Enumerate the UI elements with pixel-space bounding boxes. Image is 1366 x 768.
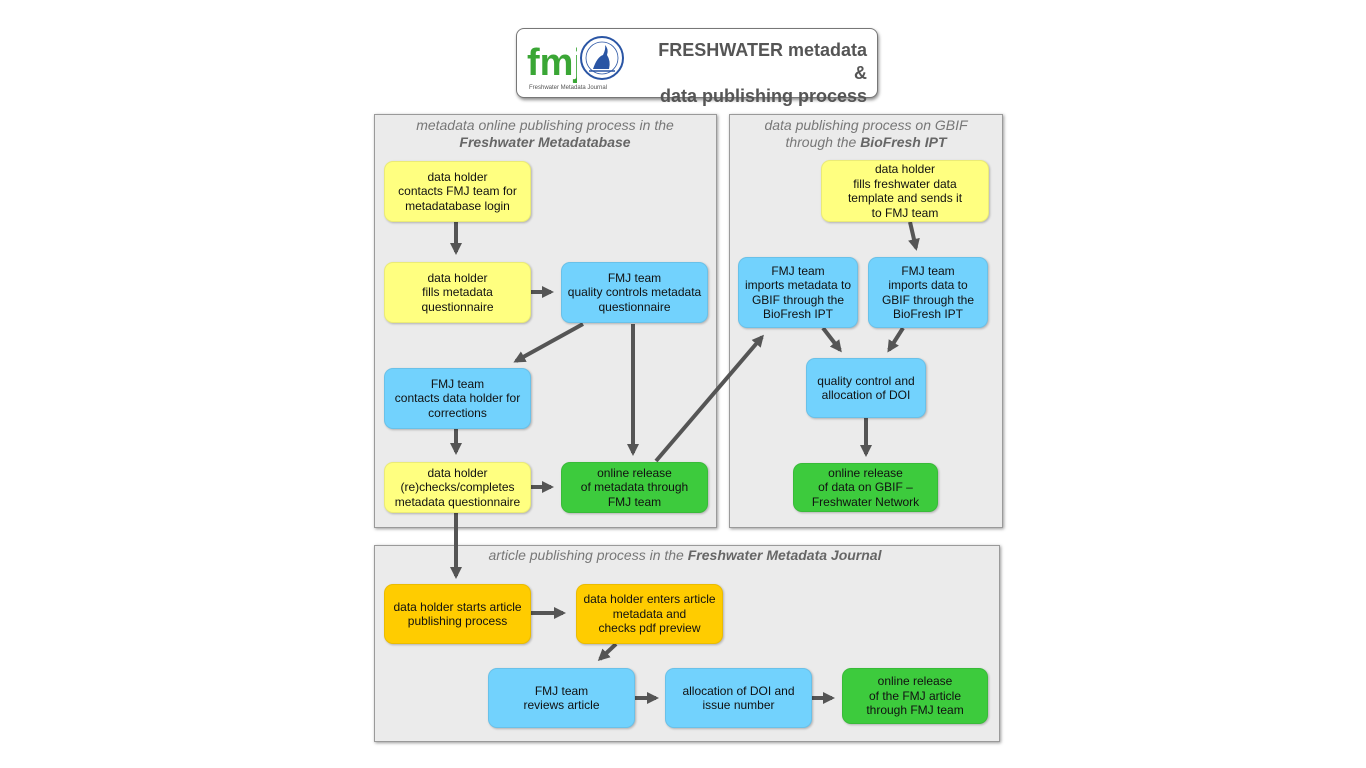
- arrow-m6-g2: [654, 334, 764, 463]
- box-fills-questionnaire: data holder fills metadata questionnaire: [384, 262, 531, 323]
- fmj-logo: fmj: [525, 35, 584, 90]
- box-enters-article-metadata: data holder enters article metadata and …: [576, 584, 723, 644]
- box-rechecks-questionnaire: data holder (re)checks/completes metadat…: [384, 462, 531, 513]
- box-contact-for-login: data holder contacts FMJ team for metada…: [384, 161, 531, 222]
- box-quality-control-doi: quality control and allocation of DOI: [806, 358, 926, 418]
- box-reviews-article: FMJ team reviews article: [488, 668, 635, 728]
- box-quality-controls-metadata: FMJ team quality controls metadata quest…: [561, 262, 708, 323]
- box-imports-data-gbif: FMJ team imports data to GBIF through th…: [868, 257, 988, 328]
- arrow-g3-g4: [887, 326, 905, 353]
- arrow-g1-g3: [908, 221, 920, 251]
- box-allocation-doi-issue: allocation of DOI and issue number: [665, 668, 812, 728]
- panel-article-title: article publishing process in the Freshw…: [488, 547, 882, 563]
- logo-caption: Freshwater Metadata Journal: [529, 85, 608, 91]
- box-starts-article: data holder starts article publishing pr…: [384, 584, 531, 644]
- fmj-logo-text: fmj: [527, 42, 577, 84]
- box-online-release-article: online release of the FMJ article throug…: [842, 668, 988, 724]
- page-title: FRESHWATER metadata & data publishing pr…: [647, 39, 867, 108]
- header-card: fmj Freshwater Metadata Journal FRESHWAT…: [516, 28, 878, 106]
- panel-metadatabase-title: metadata online publishing process in th…: [416, 117, 674, 150]
- box-fills-data-template: data holder fills freshwater data templa…: [821, 160, 989, 222]
- title-line-1: FRESHWATER metadata &: [658, 40, 867, 83]
- arrow-g2-g4: [821, 326, 842, 353]
- bird-seal-icon: [579, 35, 625, 81]
- arrow-m3-m4: [513, 322, 584, 363]
- box-online-release-metadata: online release of metadata through FMJ t…: [561, 462, 708, 513]
- title-line-2: data publishing process: [659, 86, 867, 106]
- panel-gbif-title: data publishing process on GBIF through …: [764, 117, 968, 150]
- box-online-release-gbif: online release of data on GBIF – Freshwa…: [793, 463, 938, 512]
- box-imports-metadata-gbif: FMJ team imports metadata to GBIF throug…: [738, 257, 858, 328]
- box-contacts-for-corrections: FMJ team contacts data holder for correc…: [384, 368, 531, 429]
- arrow-a2-a3: [597, 642, 618, 662]
